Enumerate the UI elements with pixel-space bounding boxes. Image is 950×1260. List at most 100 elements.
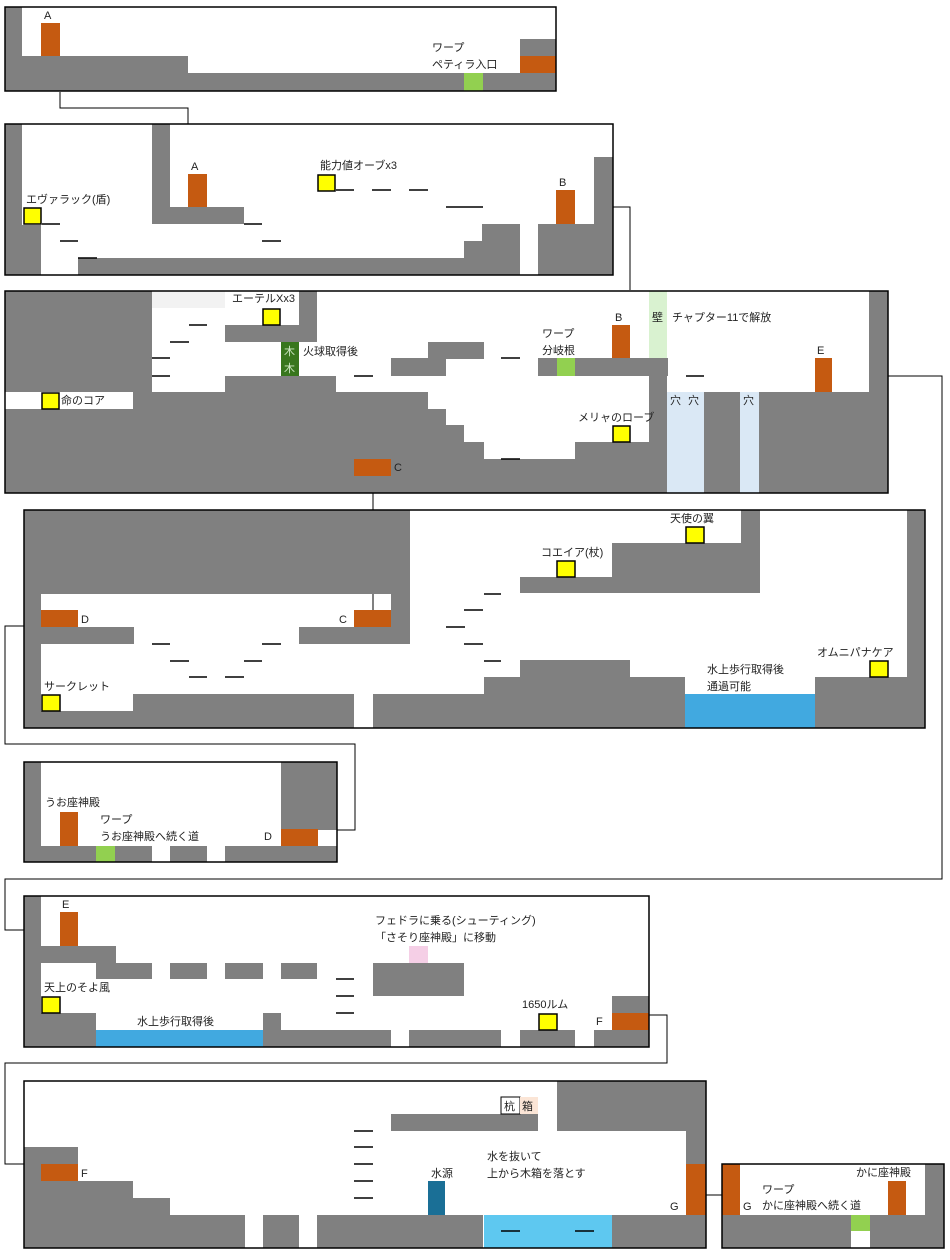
chest[interactable]	[685, 526, 705, 544]
door-d[interactable]	[281, 829, 318, 846]
door-g[interactable]	[722, 1164, 740, 1215]
warp-point[interactable]	[851, 1215, 870, 1231]
chest-label: オムニパナケア	[817, 646, 894, 659]
sealed-wall	[649, 291, 667, 358]
water-label: 水上歩行取得後	[137, 1014, 214, 1028]
door-c[interactable]	[354, 610, 391, 627]
event-label: 「さそり座神殿」に移動	[375, 930, 496, 944]
wall-note: チャプター11で解放	[672, 310, 771, 324]
chest[interactable]	[556, 560, 576, 578]
room-7: 杭 箱 水を抜いて 上から木箱を落とす 水源 F G	[23, 1080, 707, 1249]
door-e[interactable]	[815, 358, 832, 392]
chest-label: 命のコア	[61, 393, 105, 407]
tree[interactable]	[281, 342, 299, 376]
chest[interactable]	[41, 694, 61, 712]
chest[interactable]	[41, 392, 60, 410]
door-label: G	[670, 1201, 679, 1213]
door-b[interactable]	[612, 325, 630, 358]
warp-label: ワープ	[432, 41, 464, 54]
door-b[interactable]	[556, 190, 575, 224]
connector-e	[4, 375, 943, 931]
warp-point[interactable]	[96, 846, 115, 862]
door-label: A	[191, 161, 199, 173]
warp-label: ワープ	[762, 1183, 794, 1196]
door-f[interactable]	[41, 1164, 78, 1181]
chest-label: エーテルXx3	[232, 293, 295, 305]
note-label: 上から木箱を落とす	[487, 1166, 586, 1180]
warp-label: うお座神殿へ続く道	[100, 829, 199, 843]
temple-label: かに座神殿	[856, 1165, 911, 1179]
door-label: E	[62, 899, 69, 911]
temple-door[interactable]	[888, 1181, 906, 1215]
connector-a	[59, 92, 189, 124]
pit-label: 穴	[670, 393, 681, 407]
event-label: フェドラに乗る(シューティング)	[375, 913, 536, 927]
warp-label: ワープ	[100, 813, 132, 826]
door-c[interactable]	[354, 459, 391, 476]
source-label: 水源	[431, 1166, 453, 1180]
door-label: F	[81, 1168, 88, 1180]
door-e[interactable]	[60, 912, 78, 946]
chest-label: 天上のそよ風	[44, 981, 110, 994]
door-label: B	[615, 312, 622, 324]
room-1: A ワープ ペティラ入口	[4, 6, 557, 92]
warp-label: ワープ	[542, 327, 574, 340]
door-d[interactable]	[41, 610, 78, 627]
chest[interactable]	[262, 308, 281, 326]
door-exit[interactable]	[520, 56, 556, 73]
door-a[interactable]	[188, 174, 207, 207]
door-label: D	[81, 614, 89, 626]
water-label: 水上歩行取得後	[707, 662, 784, 676]
chest-label: 天使の翼	[670, 512, 714, 525]
door-a[interactable]	[41, 23, 60, 56]
chest-label: 能力値オーブx3	[320, 158, 397, 172]
warp-label: 分岐根	[542, 343, 575, 357]
event-marker[interactable]	[409, 946, 428, 963]
connector-f	[4, 1014, 668, 1165]
door-label: C	[339, 614, 347, 626]
door-g[interactable]	[686, 1164, 706, 1215]
crate[interactable]	[520, 1097, 538, 1114]
door-label: G	[743, 1201, 752, 1213]
room-4: 天使の翼 コエイア(杖) D C オムニパナケア 水上歩行取得後 通過可能 サー…	[23, 509, 926, 729]
door-f[interactable]	[612, 1013, 649, 1030]
warp-point[interactable]	[464, 73, 483, 91]
water	[96, 1030, 263, 1047]
chest[interactable]	[23, 207, 42, 225]
pit	[740, 392, 759, 493]
door-label: F	[596, 1016, 603, 1028]
door-label: D	[264, 831, 272, 843]
chest-label: メリャのローブ	[578, 410, 654, 424]
room-6: E フェドラに乗る(シューティング) 「さそり座神殿」に移動 天上のそよ風 水上…	[23, 895, 650, 1048]
connector-d	[4, 625, 356, 831]
chest-label: コエイア(杖)	[541, 545, 603, 559]
chest[interactable]	[612, 425, 631, 443]
water-label: 通過可能	[707, 679, 751, 693]
chest[interactable]	[538, 1013, 558, 1031]
chest[interactable]	[41, 996, 61, 1014]
chest[interactable]	[317, 174, 336, 192]
door-label: A	[44, 10, 52, 22]
tree-note: 火球取得後	[303, 344, 358, 358]
room-2: A B エヴァラック(盾) 能力値オーブx3	[4, 123, 614, 276]
room-5: うお座神殿 ワープ うお座神殿へ続く道 D	[23, 761, 338, 863]
chest-label: サークレット	[44, 680, 110, 693]
chest[interactable]	[869, 660, 889, 678]
pit	[667, 392, 704, 493]
water	[685, 694, 815, 728]
pit-label: 穴	[688, 393, 699, 407]
door-label: B	[559, 177, 566, 189]
warp-point[interactable]	[557, 358, 575, 376]
pit-label: 穴	[743, 393, 754, 407]
door-label: C	[394, 462, 402, 474]
water-source[interactable]	[428, 1181, 445, 1215]
note-label: 水を抜いて	[487, 1149, 542, 1163]
temple-door[interactable]	[60, 812, 78, 846]
temple-label: うお座神殿	[45, 795, 100, 809]
chest-label: エヴァラック(盾)	[26, 192, 110, 206]
connector-b	[613, 206, 631, 290]
door-label: E	[817, 345, 824, 357]
tree-glyph: 木	[284, 345, 295, 358]
tree-glyph: 木	[284, 362, 295, 375]
